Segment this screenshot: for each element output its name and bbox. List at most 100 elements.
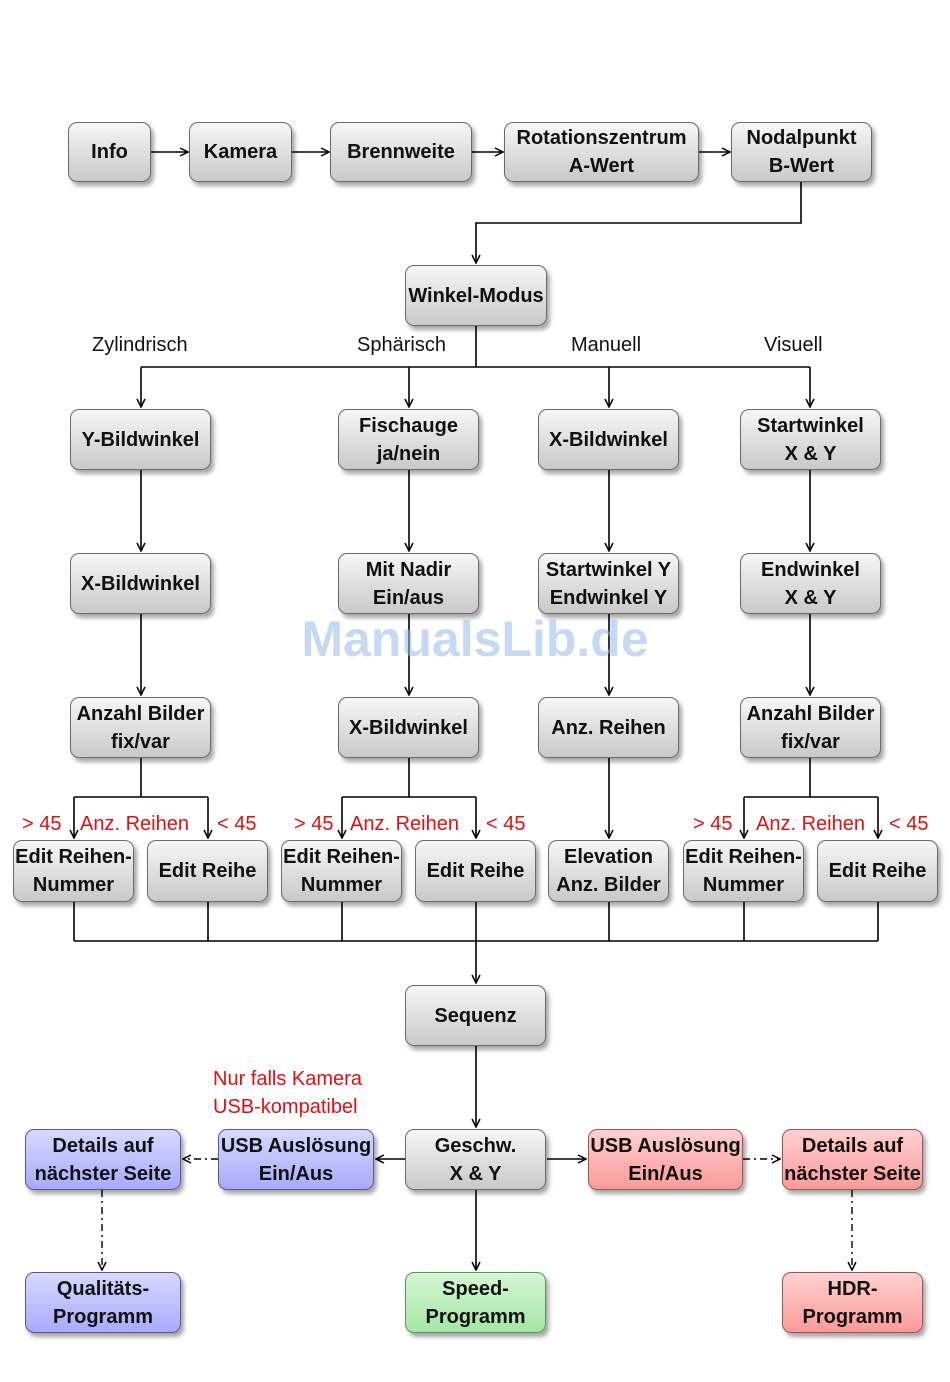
node-label: Anz. Reihen xyxy=(551,716,666,739)
node-label: X-Bildwinkel xyxy=(81,572,200,595)
details-naechste-seite-node: Details auf nächster Seite xyxy=(25,1129,181,1190)
node-label-line1: Geschw. xyxy=(434,1134,517,1157)
condition-gt45: > 45 xyxy=(294,813,334,835)
anz-reihen-node: Anz. Reihen xyxy=(538,697,679,758)
condition-lt45: < 45 xyxy=(486,813,526,835)
node-label: Info xyxy=(91,141,128,163)
node-label-line2: Programm xyxy=(802,1305,903,1328)
node-label-line2: Programm xyxy=(52,1305,154,1328)
node-label-line1: USB Auslösung xyxy=(590,1134,741,1157)
winkel-modus-node: Winkel-Modus xyxy=(405,265,547,326)
branch-label-manuell: Manuell xyxy=(571,334,642,356)
y-bildwinkel-node: Y-Bildwinkel xyxy=(70,409,211,470)
anzahl-bilder-node: Anzahl Bilder fix/var xyxy=(70,697,211,758)
edit-reihen-nummer-node: Edit Reihen- Nummer xyxy=(683,840,804,902)
node-label-line1: Details auf xyxy=(801,1134,904,1157)
node-label-line1: Anzahl Bilder xyxy=(746,702,875,725)
node-label-line2: X & Y xyxy=(784,586,837,609)
node-label-line2: Nummer xyxy=(32,874,115,896)
brennweite-node: Brennweite xyxy=(330,122,472,182)
node-label-line2: A-Wert xyxy=(568,155,635,177)
node-label: Edit Reihe xyxy=(426,860,525,882)
fischauge-node: Fischauge ja/nein xyxy=(338,409,479,470)
node-label: Brennweite xyxy=(347,141,455,163)
edit-reihe-node: Edit Reihe xyxy=(147,840,268,902)
condition-lt45: < 45 xyxy=(217,813,257,835)
speed-programm-node: Speed- Programm xyxy=(405,1272,546,1333)
x-bildwinkel-node: X-Bildwinkel xyxy=(338,697,479,758)
rotationszentrum-node: Rotationszentrum A-Wert xyxy=(504,122,699,182)
node-label-line1: Qualitäts- xyxy=(56,1277,150,1300)
node-label-line2: Anz. Bilder xyxy=(556,874,661,896)
usb-note-line1: Nur falls Kamera xyxy=(213,1068,362,1090)
node-label-line1: Startwinkel xyxy=(757,414,864,437)
condition-anz-reihen: Anz. Reihen xyxy=(350,813,459,835)
node-label: Edit Reihe xyxy=(158,860,257,882)
node-label-line2: Endwinkel Y xyxy=(549,586,668,609)
mit-nadir-node: Mit Nadir Ein/aus xyxy=(338,553,479,614)
node-label-line1: Details auf xyxy=(52,1134,154,1157)
node-label-line2: X & Y xyxy=(449,1162,502,1185)
qualitaets-programm-node: Qualitäts- Programm xyxy=(25,1272,181,1333)
node-label: X-Bildwinkel xyxy=(349,716,468,739)
node-label: X-Bildwinkel xyxy=(549,428,668,451)
node-label-line1: USB Auslösung xyxy=(220,1134,372,1157)
kamera-node: Kamera xyxy=(189,122,292,182)
condition-gt45: > 45 xyxy=(693,813,733,835)
node-label-line2: X & Y xyxy=(784,442,837,465)
node-label-line1: Startwinkel Y xyxy=(545,558,672,581)
node-label-line2: Ein/aus xyxy=(372,586,445,609)
startwinkel-endwinkel-y-node: Startwinkel Y Endwinkel Y xyxy=(538,553,679,614)
node-label-line1: Edit Reihen- xyxy=(15,846,132,868)
node-label: Y-Bildwinkel xyxy=(81,428,200,451)
node-label-line1: Speed- xyxy=(442,1277,509,1300)
node-label-line2: Nummer xyxy=(300,874,383,896)
node-label-line1: Nodalpunkt xyxy=(746,127,857,149)
usb-ausloesung-node: USB Auslösung Ein/Aus xyxy=(218,1129,374,1190)
node-label-line1: Anzahl Bilder xyxy=(76,702,205,725)
node-label-line1: Elevation xyxy=(564,846,653,868)
hdr-programm-node: HDR- Programm xyxy=(782,1272,923,1333)
nodalpunkt-node: Nodalpunkt B-Wert xyxy=(731,122,872,182)
branch-label-zylindrisch: Zylindrisch xyxy=(92,334,188,356)
edit-reihen-nummer-node: Edit Reihen- Nummer xyxy=(13,840,134,902)
node-label-line2: fix/var xyxy=(781,730,840,753)
node-label-line1: Rotationszentrum xyxy=(516,127,687,149)
branch-label-visuell: Visuell xyxy=(764,334,823,356)
node-label-line2: Nummer xyxy=(702,874,785,896)
node-label-line1: Fischauge xyxy=(359,414,458,437)
anzahl-bilder-node: Anzahl Bilder fix/var xyxy=(740,697,881,758)
node-label: Sequenz xyxy=(434,1004,517,1027)
node-label-line1: Endwinkel xyxy=(761,558,860,581)
edit-reihen-nummer-node: Edit Reihen- Nummer xyxy=(281,840,402,902)
node-label: Winkel-Modus xyxy=(408,284,544,307)
node-label-line2: ja/nein xyxy=(376,442,441,465)
condition-gt45: > 45 xyxy=(22,813,62,835)
usb-note-line2: USB-kompatibel xyxy=(213,1096,358,1118)
condition-anz-reihen: Anz. Reihen xyxy=(756,813,865,835)
node-label-line1: Edit Reihen- xyxy=(685,846,802,868)
node-label-line1: HDR- xyxy=(827,1277,878,1300)
node-label-line2: nächster Seite xyxy=(34,1162,172,1185)
node-label: Edit Reihe xyxy=(828,860,927,882)
geschwindigkeit-node: Geschw. X & Y xyxy=(405,1129,546,1190)
usb-ausloesung-node: USB Auslösung Ein/Aus xyxy=(588,1129,743,1190)
edit-reihe-node: Edit Reihe xyxy=(817,840,938,902)
node-label: Kamera xyxy=(203,141,278,163)
startwinkel-node: Startwinkel X & Y xyxy=(740,409,881,470)
endwinkel-node: Endwinkel X & Y xyxy=(740,553,881,614)
node-label-line2: fix/var xyxy=(111,730,170,753)
branch-label-spharisch: Sphärisch xyxy=(357,334,446,356)
node-label-line2: nächster Seite xyxy=(784,1162,921,1185)
edit-reihe-node: Edit Reihe xyxy=(415,840,536,902)
node-label-line2: Programm xyxy=(425,1305,526,1328)
node-label-line2: Ein/Aus xyxy=(258,1162,334,1185)
info-node: Info xyxy=(68,122,151,182)
x-bildwinkel-node: X-Bildwinkel xyxy=(70,553,211,614)
sequenz-node: Sequenz xyxy=(405,985,546,1046)
node-label-line2: Ein/Aus xyxy=(628,1162,703,1185)
node-label-line1: Edit Reihen- xyxy=(283,846,400,868)
node-label-line2: B-Wert xyxy=(768,155,835,177)
condition-lt45: < 45 xyxy=(889,813,929,835)
